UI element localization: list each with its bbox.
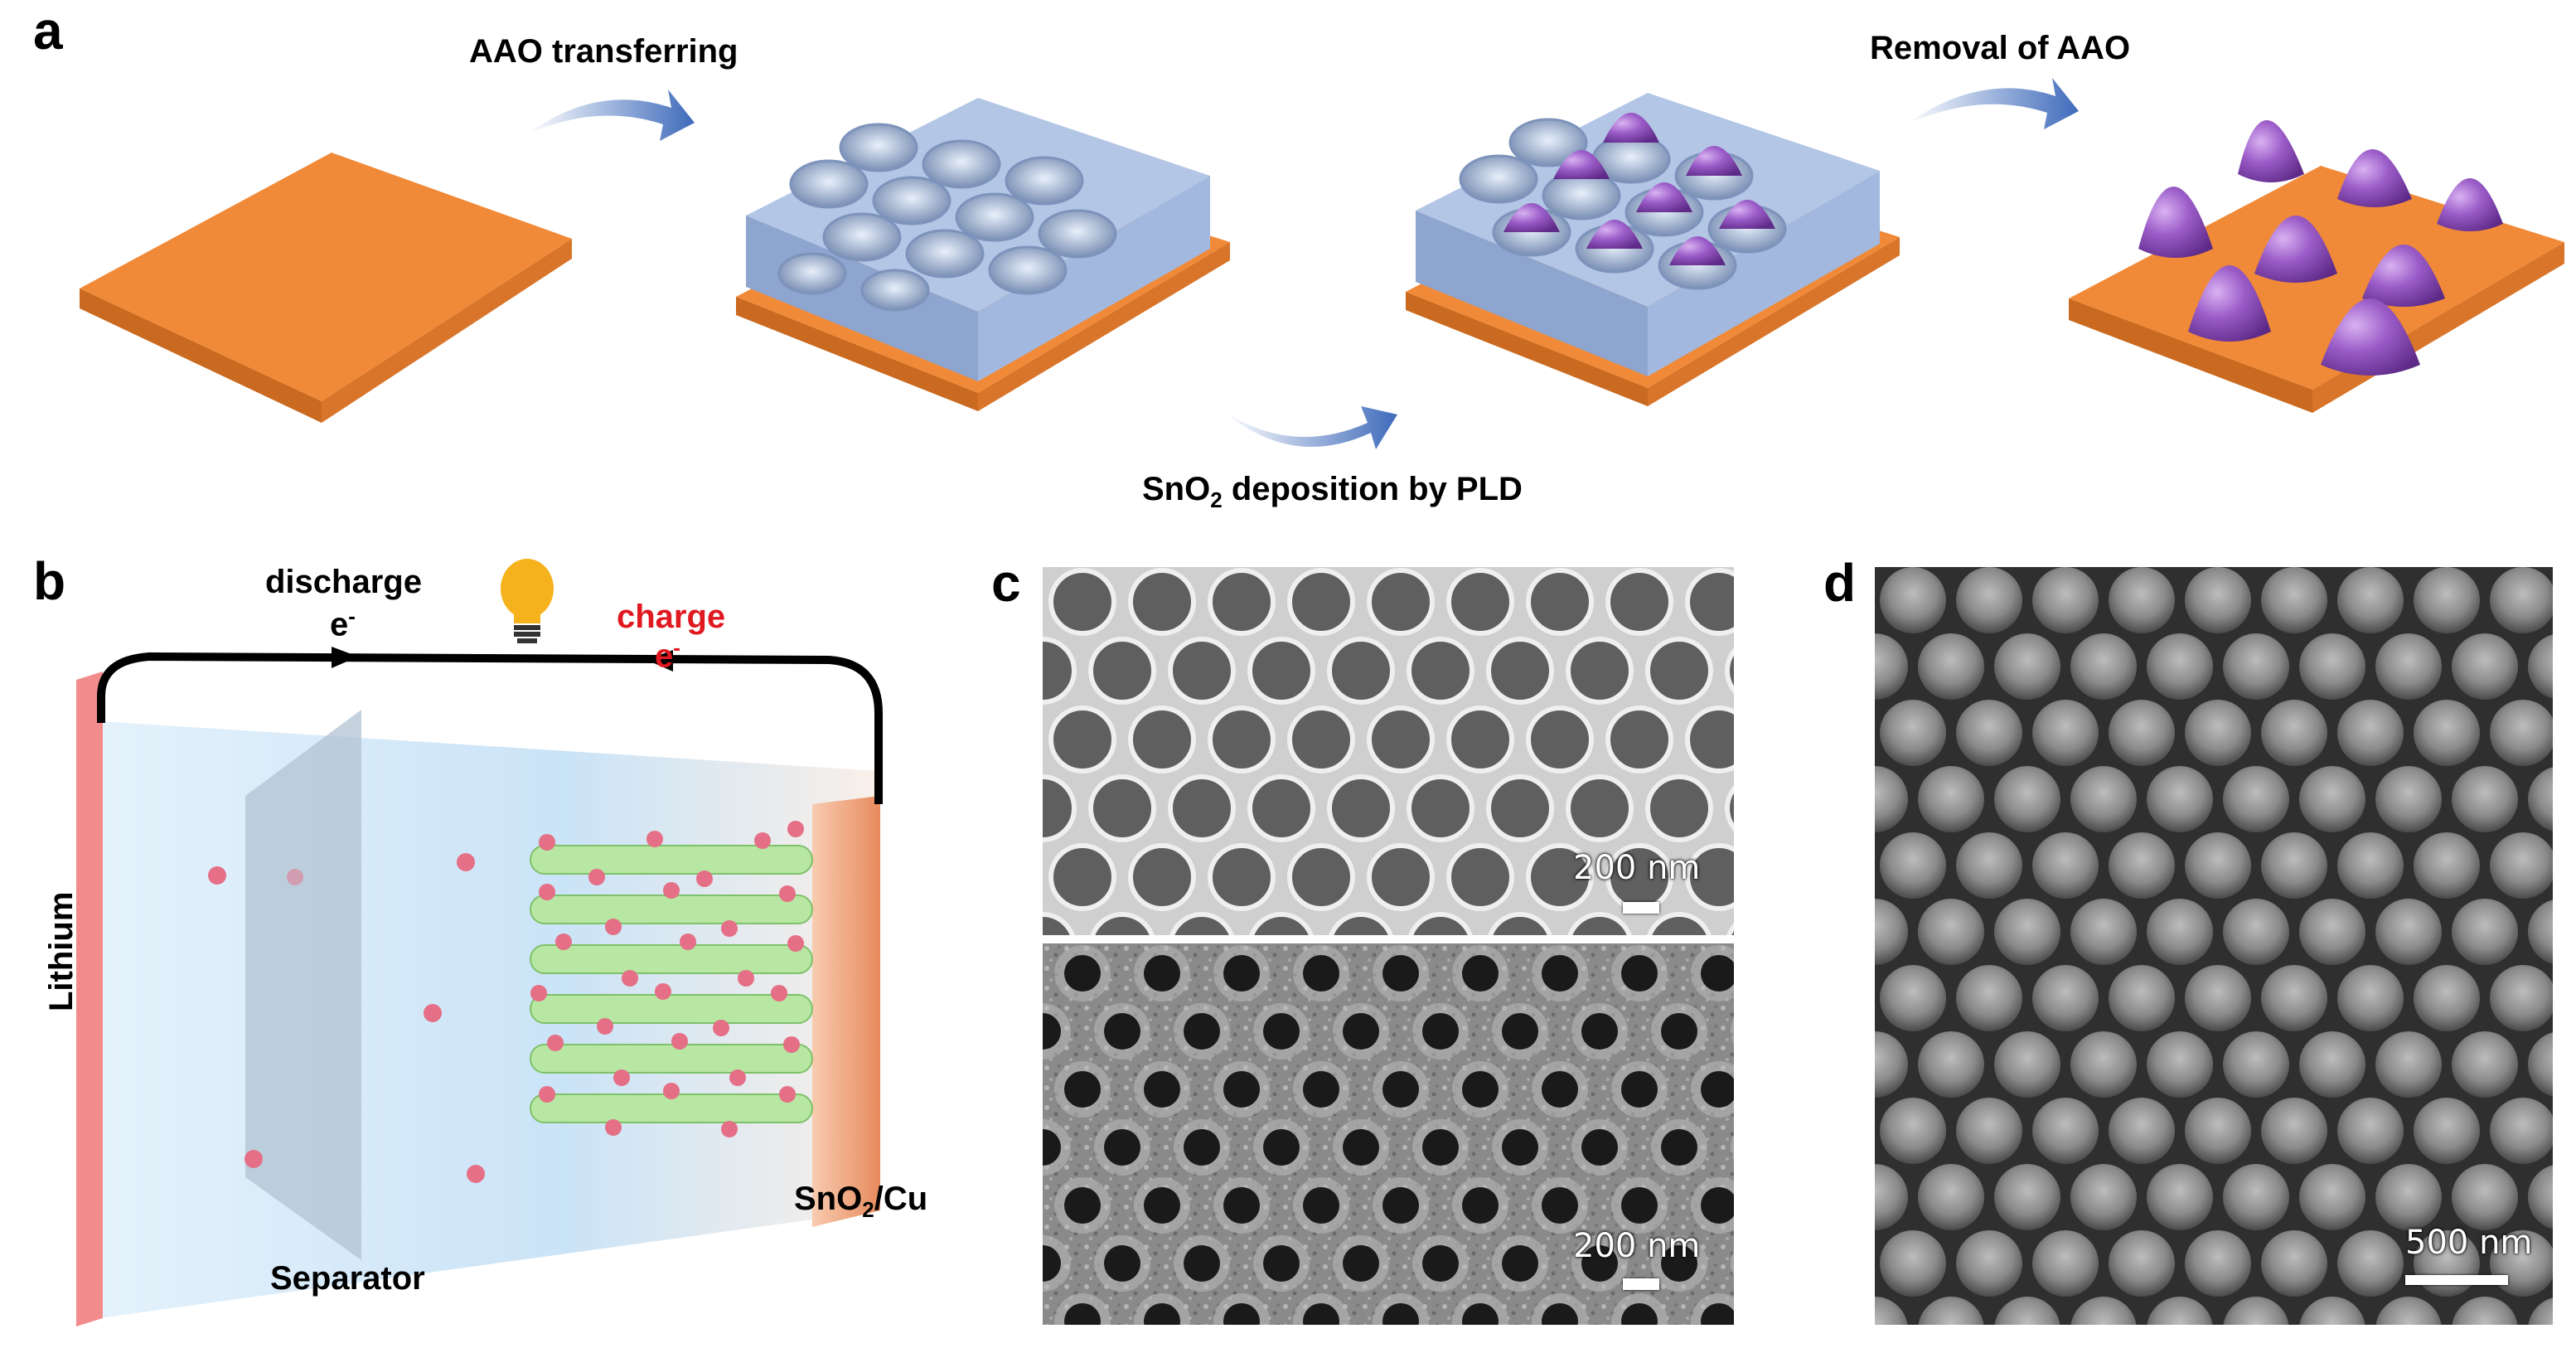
sem-aao-top: 200 nm	[1043, 567, 1734, 935]
electrode-label-rest: /Cu	[874, 1181, 928, 1217]
copper-electrode	[812, 796, 880, 1227]
electrode-label: SnO2/Cu	[794, 1181, 927, 1223]
li-ions-free	[208, 853, 485, 1183]
sem-bottom-scale-bar	[1623, 1278, 1659, 1290]
panel-c-letter: c	[991, 553, 1021, 613]
aao-template-2	[1406, 93, 1900, 406]
sem-top-scale-text: 200 nm	[1573, 849, 1701, 887]
separator-label: Separator	[270, 1260, 425, 1297]
charge-arrowhead	[646, 650, 673, 672]
aao-template-1	[736, 98, 1230, 411]
sem-nanocone-domes	[1875, 567, 2553, 1325]
sno2-nanorods	[530, 845, 813, 1123]
arrow-deposition	[1223, 406, 1397, 449]
discharge-electron-e: e	[330, 606, 349, 643]
electrode-label-main: SnO	[794, 1181, 863, 1217]
sem-d-scale-text: 500 nm	[2405, 1224, 2533, 1262]
sem-nanocones: 500 nm	[1875, 567, 2553, 1325]
step2-label-rest: deposition by PLD	[1222, 471, 1523, 507]
panel-b-letter: b	[33, 551, 66, 611]
charge-electron-e: e	[655, 638, 674, 675]
electrode-label-sub: 2	[862, 1197, 874, 1222]
arrow-transfer	[527, 90, 695, 141]
sem-deposited-pores	[1043, 943, 1734, 1325]
step2-label-main: SnO	[1142, 471, 1211, 507]
step3-label: Removal of AAO	[1870, 30, 2131, 66]
nanocone-array	[2069, 120, 2564, 413]
external-wire	[97, 652, 883, 804]
discharge-electron: e-	[330, 604, 356, 643]
battery-schematic	[76, 559, 883, 1326]
step2-label-sub: 2	[1210, 487, 1223, 512]
discharge-electron-sup: -	[348, 604, 356, 628]
separator-sheet	[245, 710, 361, 1260]
step2-label: SnO2 deposition by PLD	[1142, 471, 1523, 513]
lightbulb-icon	[501, 559, 554, 643]
sem-bottom-scale-text: 200 nm	[1573, 1227, 1701, 1265]
sem-deposited-bottom: 200 nm	[1043, 943, 1734, 1325]
li-ions-on-rods	[530, 821, 804, 1137]
charge-electron-sup: -	[673, 635, 680, 660]
step1-label: AAO transferring	[469, 33, 738, 70]
lithium-label: Lithium	[43, 891, 80, 1011]
discharge-label: discharge	[265, 564, 422, 600]
arrow-removal	[1906, 78, 2079, 129]
sem-aao-pores	[1043, 567, 1734, 935]
discharge-arrowhead	[332, 647, 358, 668]
lithium-electrode	[76, 672, 103, 1326]
panel-a-letter: a	[33, 1, 63, 61]
charge-electron: e-	[655, 635, 680, 675]
charge-label: charge	[617, 599, 726, 635]
copper-plate-1	[80, 153, 572, 423]
panel-d-letter: d	[1823, 553, 1857, 613]
sem-d-scale-bar	[2405, 1275, 2508, 1285]
sem-top-scale-bar	[1623, 902, 1659, 914]
panel-a-schematic	[80, 78, 2564, 449]
